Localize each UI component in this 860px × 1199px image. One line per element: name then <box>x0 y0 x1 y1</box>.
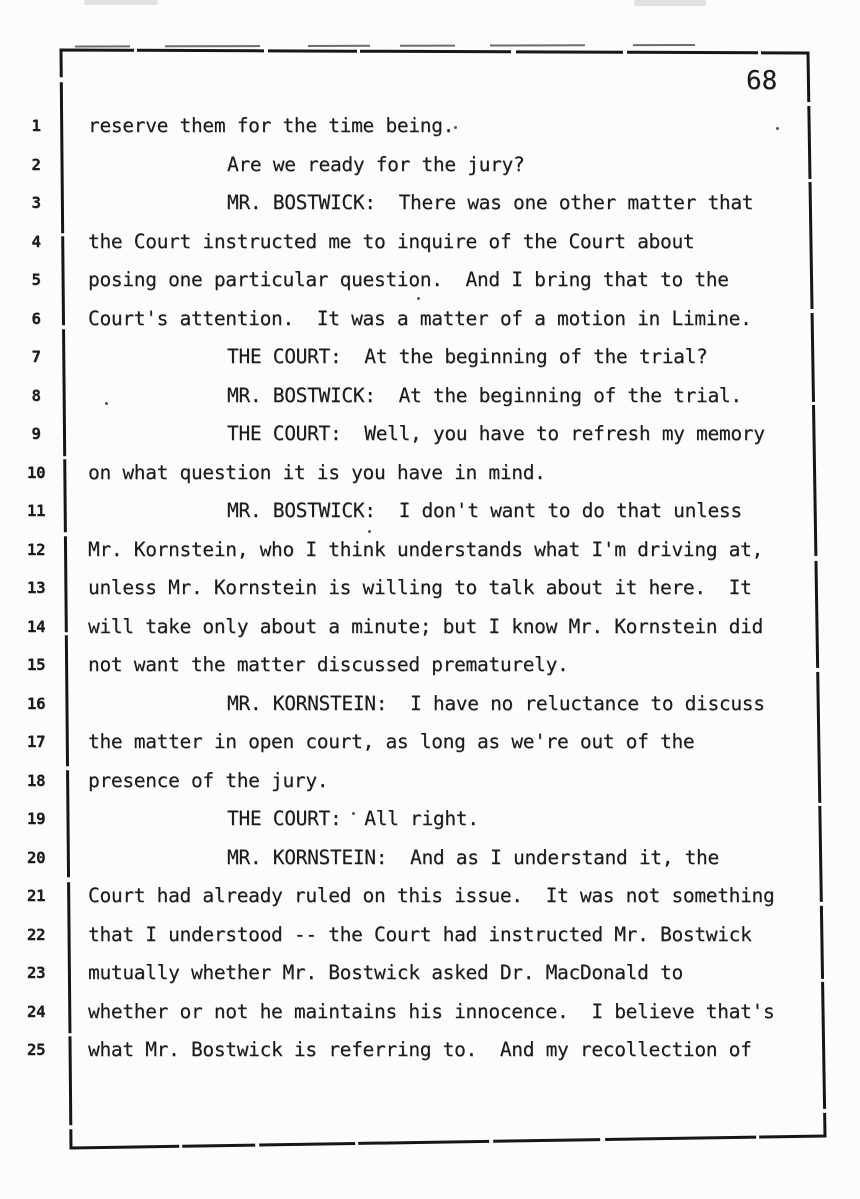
transcript-text: Court had already ruled on this issue. I… <box>88 884 775 907</box>
transcript-text: presence of the jury. <box>88 768 329 792</box>
scan-speck <box>352 812 355 815</box>
transcript-text: unless Mr. Kornstein is willing to talk … <box>88 576 752 599</box>
transcript-text: on what question it is you have in mind. <box>88 460 546 484</box>
line-number: 5 <box>31 270 41 289</box>
line-number: 9 <box>31 424 41 443</box>
line-number: 22 <box>26 924 46 944</box>
scan-speck <box>368 530 371 533</box>
line-number: 19 <box>26 809 46 828</box>
line-number: 13 <box>26 578 46 597</box>
transcript-line-row: 11 MR. BOSTWICK: I don't want to do that… <box>0 492 860 531</box>
scan-speck <box>454 126 457 129</box>
line-number: 23 <box>26 963 46 982</box>
transcript-text: what Mr. Bostwick is referring to. And m… <box>88 1038 752 1061</box>
transcript-line-row: 2 Are we ready for the jury? <box>0 146 860 185</box>
transcript-text: mutually whether Mr. Bostwick asked Dr. … <box>88 961 683 984</box>
line-number: 2 <box>31 154 41 174</box>
line-number: 16 <box>26 693 46 713</box>
transcript-line-row: 8 MR. BOSTWICK: At the beginning of the … <box>0 377 860 416</box>
transcript-line-row: 18 presence of the jury. <box>0 762 860 801</box>
line-number: 21 <box>26 886 46 905</box>
transcript-line-row: 17 the matter in open court, as long as … <box>0 723 860 762</box>
transcript-line-row: 19 THE COURT: All right. <box>0 800 860 839</box>
transcript-line-row: 14 will take only about a minute; but I … <box>0 608 860 647</box>
transcript-text: MR. KORNSTEIN: And as I understand it, t… <box>227 845 719 869</box>
transcript-line-row: 3 MR. BOSTWICK: There was one other matt… <box>0 184 860 223</box>
transcript-text: MR. KORNSTEIN: I have no reluctance to d… <box>227 691 765 715</box>
scan-speck <box>105 402 108 405</box>
transcript-text: not want the matter discussed prematurel… <box>88 653 569 676</box>
scan-smudge <box>84 0 158 5</box>
transcript-text: MR. BOSTWICK: At the beginning of the tr… <box>227 383 742 407</box>
transcript-text: posing one particular question. And I br… <box>88 268 729 291</box>
line-number: 14 <box>26 616 46 636</box>
line-number: 12 <box>26 539 46 559</box>
transcript-line-row: 24 whether or not he maintains his innoc… <box>0 993 860 1032</box>
page-number: 68 <box>746 66 778 96</box>
scan-speck <box>776 127 779 130</box>
line-number: 17 <box>26 732 46 751</box>
transcript-line-row: 10 on what question it is you have in mi… <box>0 454 860 493</box>
transcript-text: Court's attention. It was a matter of a … <box>88 306 752 330</box>
transcript-text: will take only about a minute; but I kno… <box>88 614 763 638</box>
transcript-line-row: 22 that I understood -- the Court had in… <box>0 916 860 955</box>
transcript-text: THE COURT: All right. <box>227 807 479 830</box>
transcript-text: MR. BOSTWICK: I don't want to do that un… <box>227 499 742 522</box>
transcript-text: THE COURT: Well, you have to refresh my … <box>227 422 765 445</box>
transcript-line-row: 4 the Court instructed me to inquire of … <box>0 223 860 262</box>
scan-speck <box>417 297 420 300</box>
transcript-text: reserve them for the time being. <box>88 114 455 137</box>
transcript-line-row: 15 not want the matter discussed prematu… <box>0 646 860 685</box>
line-number: 20 <box>26 847 46 867</box>
transcript-line-row: 16 MR. KORNSTEIN: I have no reluctance t… <box>0 685 860 724</box>
transcript-line-row: 21 Court had already ruled on this issue… <box>0 877 860 916</box>
transcript-text: that I understood -- the Court had instr… <box>88 922 752 946</box>
scan-smudge <box>634 0 706 6</box>
line-number: 8 <box>31 385 41 405</box>
transcript-text: the Court instructed me to inquire of th… <box>88 229 695 253</box>
transcript-line-row: 23 mutually whether Mr. Bostwick asked D… <box>0 954 860 993</box>
line-number: 1 <box>31 116 41 135</box>
transcript-line-row: 9 THE COURT: Well, you have to refresh m… <box>0 415 860 454</box>
transcript-text: THE COURT: At the beginning of the trial… <box>227 345 708 368</box>
line-number: 18 <box>26 770 46 790</box>
transcript-text: MR. BOSTWICK: There was one other matter… <box>227 191 754 214</box>
transcript-line-row: 7 THE COURT: At the beginning of the tri… <box>0 338 860 377</box>
transcript-line-row: 25 what Mr. Bostwick is referring to. An… <box>0 1031 860 1070</box>
transcript-line-row: 12 Mr. Kornstein, who I think understand… <box>0 531 860 570</box>
line-number: 6 <box>31 308 41 328</box>
line-number: 24 <box>26 1001 46 1021</box>
transcript-rows: 1 reserve them for the time being. 2 Are… <box>0 107 860 1070</box>
line-number: 3 <box>31 193 41 212</box>
transcript-text: Are we ready for the jury? <box>227 152 525 176</box>
transcript-line-row: 20 MR. KORNSTEIN: And as I understand it… <box>0 839 860 878</box>
line-number: 11 <box>26 501 46 520</box>
transcript-line-row: 5 posing one particular question. And I … <box>0 261 860 300</box>
transcript-line-row: 1 reserve them for the time being. <box>0 107 860 146</box>
transcript-text: Mr. Kornstein, who I think understands w… <box>88 537 763 561</box>
line-number: 7 <box>31 347 41 366</box>
transcript-text: the matter in open court, as long as we'… <box>88 730 695 753</box>
transcript-text: whether or not he maintains his innocenc… <box>88 999 775 1023</box>
line-number: 10 <box>26 462 46 482</box>
line-number: 15 <box>26 655 46 674</box>
line-number: 4 <box>31 231 41 251</box>
line-number: 25 <box>26 1040 46 1059</box>
transcript-line-row: 6 Court's attention. It was a matter of … <box>0 300 860 339</box>
transcript-line-row: 13 unless Mr. Kornstein is willing to ta… <box>0 569 860 608</box>
